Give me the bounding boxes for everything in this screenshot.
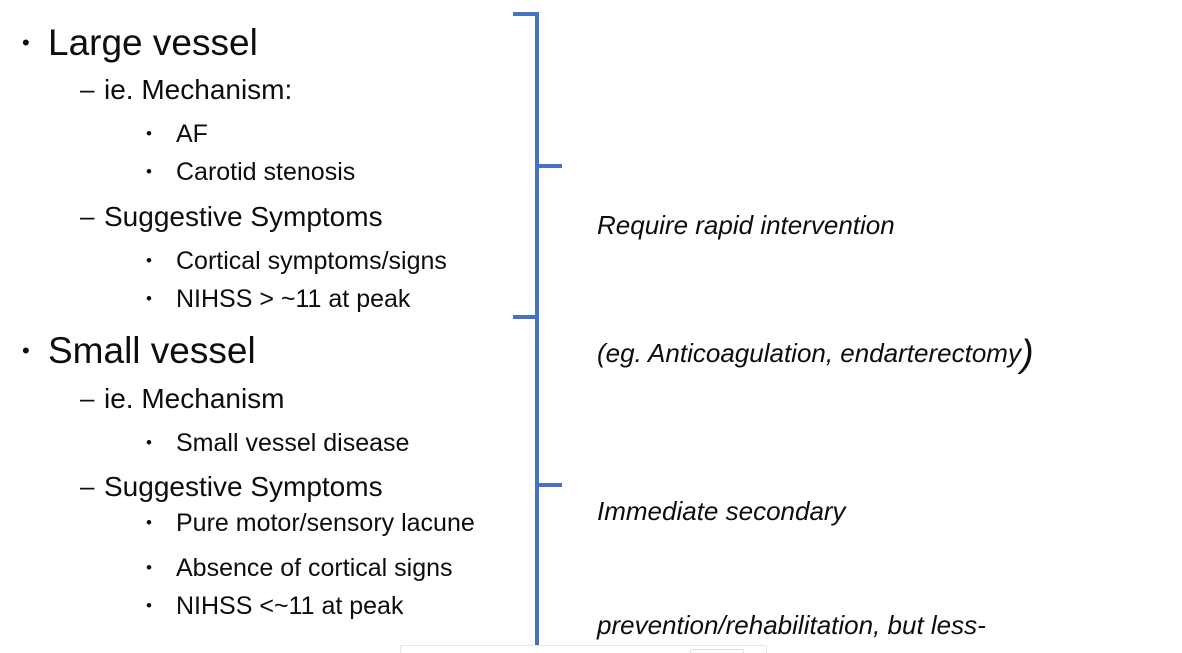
outline-heading-label: Large vessel xyxy=(48,22,258,63)
bullet-round-icon: • xyxy=(146,124,152,143)
outline-subitem-small-vessel-disease: • Small vessel disease xyxy=(146,431,409,456)
outline-subitem-cortical-symptoms: • Cortical symptoms/signs xyxy=(146,249,447,274)
bullet-dash-icon: – xyxy=(80,74,95,104)
bullet-round-icon: • xyxy=(146,558,152,577)
outline-subitem-carotid-stenosis: • Carotid stenosis xyxy=(146,160,355,185)
outline-subitem-nihss-low: • NIHSS <~11 at peak xyxy=(146,594,403,619)
note-small-vessel-line1: Immediate secondary xyxy=(597,496,846,526)
outline-subitem-label: NIHSS > ~11 at peak xyxy=(176,285,411,313)
outline-subitem-absence-cortical-signs: • Absence of cortical signs xyxy=(146,556,453,581)
bullet-round-icon: • xyxy=(146,251,152,270)
bullet-round-icon: • xyxy=(146,513,152,532)
outline-subitem-nihss-high: • NIHSS > ~11 at peak xyxy=(146,287,410,312)
outline-content: •Large vessel –ie. Mechanism: •AF •Carot… xyxy=(0,0,540,653)
bullet-round-icon: • xyxy=(146,162,152,181)
bullet-dash-icon: – xyxy=(80,383,95,413)
outline-item-suggestive-symptoms-large: –Suggestive Symptoms xyxy=(80,203,383,231)
outline-item-label: ie. Mechanism: xyxy=(104,74,293,105)
bullet-round-icon: • xyxy=(146,289,152,308)
note-large-vessel-line1: Require rapid intervention xyxy=(597,210,895,240)
note-small-vessel: Immediate secondary prevention/rehabilit… xyxy=(597,416,986,653)
note-large-vessel-line2: (eg. Anticoagulation, endarterectomy) xyxy=(597,333,1034,375)
note-small-vessel-line2: prevention/rehabilitation, but less- xyxy=(597,610,986,640)
note-large-vessel-line2-main: (eg. Anticoagulation, endarterectomy xyxy=(597,338,1021,368)
bottom-partial-panel-highlight xyxy=(690,649,744,653)
outline-item-mechanism-small: –ie. Mechanism xyxy=(80,385,285,413)
outline-subitem-label: Small vessel disease xyxy=(176,429,410,457)
outline-subitem-label: Pure motor/sensory lacune xyxy=(176,509,475,537)
outline-item-label: Suggestive Symptoms xyxy=(104,471,383,502)
bullet-dash-icon: – xyxy=(80,201,95,231)
outline-item-suggestive-symptoms-small: –Suggestive Symptoms xyxy=(80,473,383,501)
outline-heading-small-vessel: • Small vessel xyxy=(22,332,256,369)
outline-subitem-label: Cortical symptoms/signs xyxy=(176,247,447,275)
outline-heading-label: Small vessel xyxy=(48,330,256,371)
bullet-round-icon: • xyxy=(146,596,152,615)
outline-item-label: Suggestive Symptoms xyxy=(104,201,383,232)
outline-subitem-pure-motor-sensory-lacune: • Pure motor/sensory lacune xyxy=(146,511,475,536)
note-large-vessel: Require rapid intervention (eg. Anticoag… xyxy=(597,130,1034,448)
outline-item-label: ie. Mechanism xyxy=(104,383,285,414)
outline-subitem-af: • AF xyxy=(146,122,208,147)
outline-heading-large-vessel: • Large vessel xyxy=(22,24,258,61)
bullet-round-icon: • xyxy=(22,30,30,55)
outline-subitem-label: Carotid stenosis xyxy=(176,158,356,186)
outline-subitem-label: AF xyxy=(176,120,208,148)
outline-item-mechanism-large: –ie. Mechanism: xyxy=(80,76,292,104)
note-large-vessel-close-paren: ) xyxy=(1020,333,1034,375)
outline-subitem-label: NIHSS <~11 at peak xyxy=(176,592,404,620)
bullet-dash-icon: – xyxy=(80,471,95,501)
bullet-round-icon: • xyxy=(22,338,30,363)
bullet-round-icon: • xyxy=(146,433,152,452)
outline-subitem-label: Absence of cortical signs xyxy=(176,554,453,582)
bottom-partial-panel xyxy=(400,645,767,653)
